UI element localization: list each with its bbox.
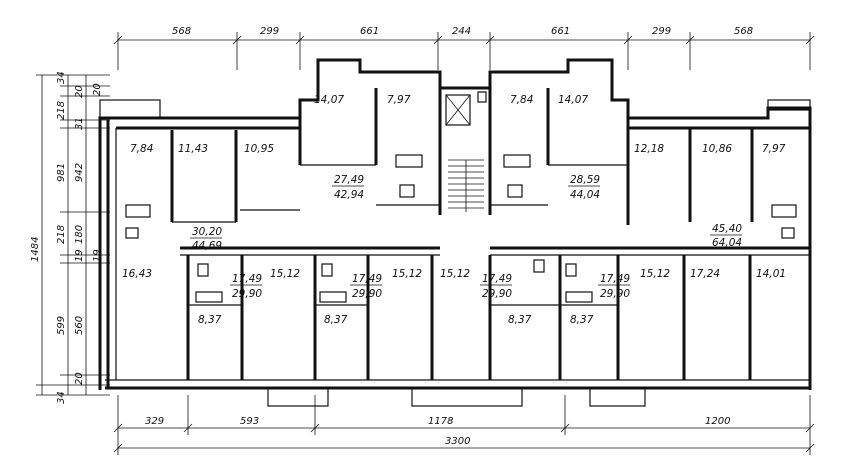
apartment-living-area: 27,49: [334, 174, 364, 186]
top-dim-6: 299: [652, 26, 671, 37]
room-area: 7,84: [130, 143, 153, 155]
apartment-total-area: 64,04: [712, 237, 742, 249]
room-area: 10,86: [702, 143, 732, 155]
room-area: 14,07: [558, 94, 588, 106]
stair-core: [445, 91, 487, 212]
bottom-dim-1: 329: [145, 416, 164, 427]
apartment-total-area: 29,90: [482, 288, 512, 300]
left-dim-560: 560: [74, 316, 85, 335]
left-dim-31: 31: [74, 117, 85, 130]
room-area: 8,37: [324, 314, 348, 326]
room-area: 10,95: [244, 143, 274, 155]
top-dim-5: 661: [551, 26, 570, 37]
room-area: 15,12: [392, 268, 422, 280]
bottom-dim-2: 593: [240, 416, 259, 427]
bottom-dim-3: 1178: [428, 416, 453, 427]
apartment-living-area: 28,59: [570, 174, 600, 186]
left-dim-20-top: 20: [74, 85, 85, 98]
apartment-living-area: 17,49: [232, 273, 262, 285]
left-dim-218-mid: 218: [56, 225, 67, 244]
room-area: 7,97: [387, 94, 411, 106]
room-area: 7,97: [762, 143, 786, 155]
apartment-living-area: 17,49: [482, 273, 512, 285]
apartment-total-area: 44,04: [570, 189, 600, 201]
apartment-total-area: 29,90: [352, 288, 382, 300]
top-dim-2: 299: [260, 26, 279, 37]
left-dim-20-bottom: 20: [74, 372, 85, 385]
room-area: 12,18: [634, 143, 664, 155]
left-dimension-chain: [36, 74, 110, 396]
room-area: 8,37: [570, 314, 594, 326]
apartment-living-area: 17,49: [600, 273, 630, 285]
sanitary-fixtures: [125, 154, 797, 303]
overall-width: 3300: [445, 436, 470, 447]
bottom-dimension-chain: [113, 395, 815, 455]
left-dim-218-top: 218: [56, 101, 67, 120]
room-area: 11,43: [178, 143, 208, 155]
apartment-total-area: 29,90: [232, 288, 262, 300]
room-area: 7,84: [510, 94, 533, 106]
top-dim-4: 244: [452, 26, 471, 37]
bottom-dim-4: 1200: [705, 416, 730, 427]
top-dim-3: 661: [360, 26, 379, 37]
room-area: 8,37: [198, 314, 222, 326]
left-dim-19: 19: [74, 249, 85, 262]
apartment-total-area: 44,69: [192, 240, 222, 252]
top-dim-7: 568: [734, 26, 753, 37]
room-area: 15,12: [640, 268, 670, 280]
top-dimension-chain: [113, 32, 815, 70]
corridor-walls: [116, 126, 810, 256]
room-area: 17,24: [690, 268, 720, 280]
room-labels: 7,84 11,43 10,95 14,07 7,97 7,84 14,07 1…: [122, 94, 786, 326]
exterior-walls: [98, 58, 812, 407]
top-dim-1: 568: [172, 26, 191, 37]
apartment-labels: 30,20 44,69 27,49 42,94 28,59 44,04 45,4…: [190, 174, 742, 300]
left-dim-34-bottom: 34: [56, 391, 67, 404]
apartment-living-area: 17,49: [352, 273, 382, 285]
apartment-total-area: 29,90: [600, 288, 630, 300]
room-area: 15,12: [270, 268, 300, 280]
room-area: 16,43: [122, 268, 152, 280]
interior-walls-lower: [186, 255, 752, 380]
left-dim-599: 599: [56, 316, 67, 335]
apartment-living-area: 30,20: [192, 226, 222, 238]
interior-walls-upper: [170, 88, 754, 225]
apartment-total-area: 42,94: [334, 189, 364, 201]
room-area: 14,01: [756, 268, 786, 280]
room-area: 8,37: [508, 314, 532, 326]
left-dim-981: 981: [56, 163, 67, 182]
left-dim-19-small: 19: [92, 249, 103, 262]
apartment-living-area: 45,40: [712, 223, 742, 235]
room-area: 14,07: [314, 94, 344, 106]
overall-height: 1484: [30, 237, 41, 262]
left-dim-942: 942: [74, 163, 85, 182]
left-dim-180: 180: [74, 225, 85, 244]
room-area: 15,12: [440, 268, 470, 280]
left-dim-34-top: 34: [56, 71, 67, 84]
left-dim-20-small: 20: [92, 83, 103, 96]
